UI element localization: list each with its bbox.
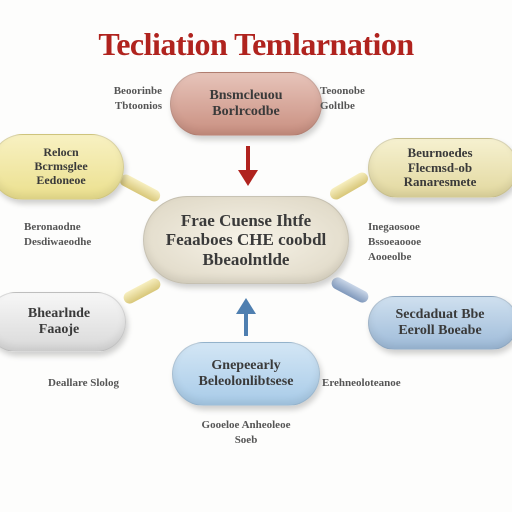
connector-lower-right [331, 277, 369, 303]
node-left-line: Bcrmsglee [34, 159, 88, 174]
node-lower-left-line: Bhearlnde [27, 305, 91, 321]
label-line: Desdiwaeodhe [24, 235, 92, 248]
label-mid-right: Inegaosooe Bssoeaoooe Aooeolbe [368, 220, 421, 265]
node-lower-right-line: Secdaduat Bbe [395, 306, 485, 322]
node-center-line: Bbeaolntlde [202, 249, 290, 269]
node-bottom-line: Beleolonlibtsese [198, 374, 294, 389]
label-low-right: Erehneoloteanoe [322, 376, 401, 391]
node-center: Frae Cuense Ihtfe Feaaboes CHE coobdl Bb… [143, 196, 349, 284]
node-right-line: Flecmsd-ob [407, 159, 473, 175]
connector-upper-right [330, 172, 368, 200]
arrow-up-icon [236, 298, 256, 336]
node-top-line: Borlrcodbe [212, 104, 280, 119]
label-line: Deallare Slolog [48, 377, 119, 389]
label-line: Beronaodne [24, 221, 81, 233]
node-lower-left-line: Faaoje [38, 322, 80, 337]
node-top-line: Bnsmcleuou [209, 87, 283, 103]
label-line: Gooeloe Anheoleoe [201, 419, 291, 431]
label-line: Goltlbe [320, 99, 355, 112]
node-left: Relocn Bcrmsglee Eedoneoe [0, 134, 124, 200]
label-top-right: Teoonobe Goltlbe [320, 84, 365, 114]
node-left-line: Eedoneoe [36, 172, 86, 187]
connector-lower-left [123, 278, 161, 304]
label-line: Erehneoloteanoe [322, 377, 401, 389]
node-right-line: Ranaresmete [403, 174, 477, 190]
node-lower-right-line: Eeroll Boeabe [398, 323, 482, 338]
label-low-left: Deallare Slolog [48, 376, 119, 391]
node-lower-left: Bhearlnde Faaoje [0, 292, 126, 352]
label-mid-left: Beronaodne Desdiwaeodhe [24, 220, 91, 250]
node-right-line: Beurnoedes [407, 144, 473, 160]
label-line: Beoorinbe [113, 85, 162, 97]
label-line: Inegaosooe [368, 221, 420, 233]
node-right: Beurnoedes Flecmsd-ob Ranaresmete [368, 138, 512, 198]
node-left-line: Relocn [43, 145, 79, 160]
label-line: Teoonobe [320, 85, 365, 97]
label-line: Bssoeaoooe [368, 235, 422, 248]
connector-upper-left [119, 174, 161, 202]
node-bottom-line: Gnepeearly [211, 357, 281, 373]
diagram-title: Tecliation Temlarnation [98, 26, 414, 62]
node-top: Bnsmcleuou Borlrcodbe [170, 72, 322, 136]
label-bottom: Gooeloe Anheoleoe Soeb [176, 418, 316, 448]
node-lower-right: Secdaduat Bbe Eeroll Boeabe [368, 296, 512, 350]
label-line: Soeb [234, 433, 258, 446]
label-line: Aooeolbe [368, 250, 412, 263]
node-center-line: Feaaboes CHE coobdl [165, 230, 327, 250]
label-line: Tbtoonios [114, 99, 162, 112]
node-bottom: Gnepeearly Beleolonlibtsese [172, 342, 320, 406]
node-center-line: Frae Cuense Ihtfe [180, 210, 312, 230]
label-top-left: Beoorinbe Tbtoonios [92, 84, 162, 114]
arrow-down-icon [238, 146, 258, 186]
